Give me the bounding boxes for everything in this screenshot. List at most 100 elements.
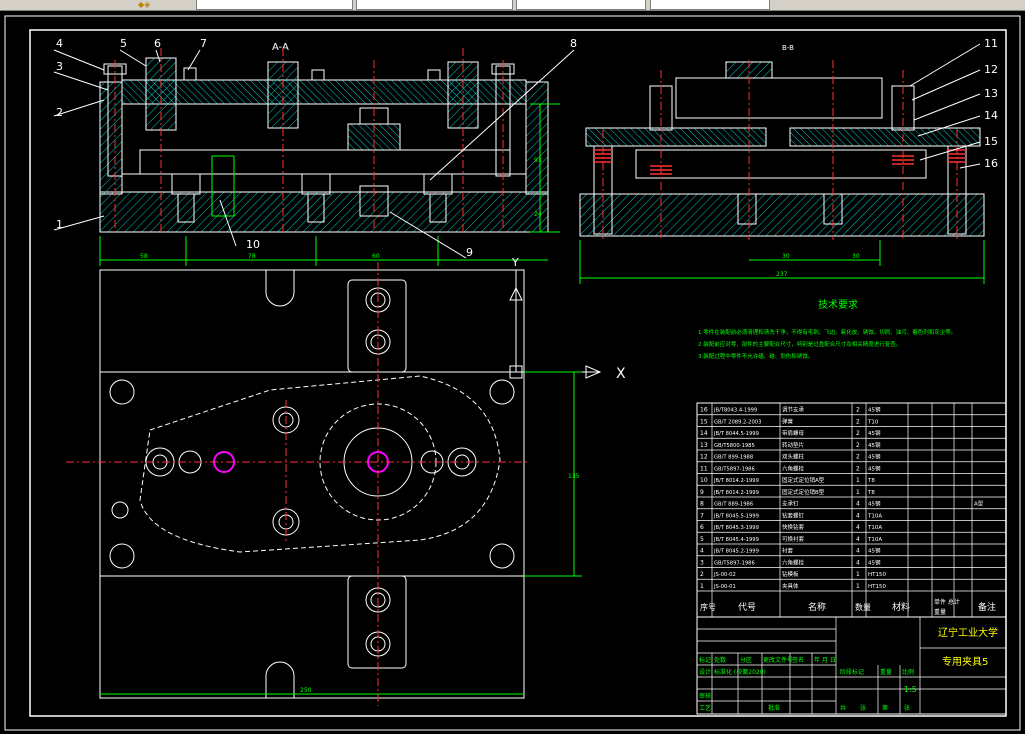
bom-cell-code: JS-00-02 bbox=[713, 572, 736, 578]
tb-label-mark: 标记 bbox=[699, 656, 711, 664]
leader-12 bbox=[911, 69, 981, 101]
bom-cell-name: 六角螺栓 bbox=[782, 558, 805, 566]
bom-cell-seq: 9 bbox=[700, 489, 704, 496]
bom-cell-qty: 1 bbox=[856, 489, 860, 496]
bom-cell-code: JB/T 8045.5-1999 bbox=[713, 513, 759, 519]
bom-cell-code: JB/T 8014.2-1999 bbox=[713, 490, 759, 496]
leader-9 bbox=[389, 211, 467, 259]
callout-7: 7 bbox=[200, 37, 207, 50]
workpiece bbox=[139, 149, 511, 175]
bom-cell-code: JB/T 8045.3-1999 bbox=[713, 525, 759, 531]
bom-cell-material: 45钢 bbox=[868, 547, 881, 555]
bom-cell-name: 快换钻套 bbox=[782, 523, 805, 531]
callout-11: 11 bbox=[984, 37, 998, 50]
bom-cell-seq: 5 bbox=[700, 536, 704, 543]
tb-label-change: 更改文件号 bbox=[763, 656, 793, 664]
bushing-screw-3 bbox=[427, 69, 441, 81]
plan-bolt-bl bbox=[109, 543, 135, 569]
x-axis-arrow bbox=[585, 365, 602, 379]
bom-cell-qty: 4 bbox=[856, 536, 860, 543]
bom-cell-material: T10A bbox=[867, 513, 882, 519]
tb-label-page-unit: 张 bbox=[904, 704, 910, 712]
tb-label-check: 审核 bbox=[699, 692, 711, 700]
bom-header-weight: 重量 bbox=[934, 608, 946, 616]
tech-req-line-1: 1.零件在装配前必须清理和清洗干净，不得有毛刺、飞边、氧化皮、锈蚀、切屑、油污、… bbox=[698, 328, 956, 336]
callout-12: 12 bbox=[984, 63, 998, 76]
bom-cell-code: JB/T 8045.2-1999 bbox=[713, 549, 759, 555]
bom-cell-name: 衬套 bbox=[782, 547, 794, 555]
bom-cell-seq: 8 bbox=[700, 501, 704, 508]
tech-req-title: 技术要求 bbox=[818, 298, 858, 311]
leader-14 bbox=[917, 115, 981, 137]
tb-label-zone: 分区 bbox=[740, 656, 752, 664]
bom-header-code: 代号 bbox=[738, 602, 756, 613]
bom-cell-name: 夹具体 bbox=[782, 582, 799, 590]
leader-1 bbox=[53, 215, 105, 231]
bom-cell-material: 45钢 bbox=[868, 453, 881, 461]
tb-label-sheet-unit: 张 bbox=[860, 704, 866, 712]
bom-cell-seq: 12 bbox=[700, 454, 708, 461]
tech-req-line-3: 3.装配过程中零件不允许磕、碰、划伤和锈蚀。 bbox=[698, 352, 813, 360]
callout-5: 5 bbox=[120, 37, 127, 50]
leader-8 bbox=[429, 49, 575, 181]
document-tab-2[interactable] bbox=[356, 0, 513, 10]
bom-cell-seq: 11 bbox=[700, 465, 708, 472]
support-pin-2 bbox=[301, 173, 331, 195]
bom-cell-material: 45钢 bbox=[868, 500, 881, 508]
tb-scale-value: 1:5 bbox=[904, 685, 917, 694]
toolbar-icons[interactable]: ◆◈ bbox=[138, 0, 151, 9]
tb-designer-note: 标准化 (校徽2020) bbox=[714, 668, 766, 676]
callout-3: 3 bbox=[56, 60, 63, 73]
bom-cell-qty: 4 bbox=[856, 512, 860, 519]
dim-front-height-2: 24 bbox=[534, 211, 542, 218]
bom-cell-code: JS-00-01 bbox=[713, 584, 736, 590]
tb-drawing-name: 专用夹具5 bbox=[942, 655, 988, 668]
leader-11 bbox=[909, 43, 981, 87]
tb-label-weight: 重量 bbox=[880, 668, 892, 676]
side-plate-right bbox=[789, 127, 981, 147]
left-column bbox=[99, 81, 123, 195]
tb-label-scale: 比例 bbox=[902, 668, 914, 676]
leader-2 bbox=[53, 99, 105, 117]
bom-cell-code: GB/T 899-1988 bbox=[714, 455, 753, 461]
support-pin-3 bbox=[423, 173, 453, 195]
bom-cell-name: 固定式定位销A型 bbox=[782, 476, 825, 484]
tb-label-stage: 阶段标记 bbox=[840, 668, 864, 676]
dim-front-height: 93 bbox=[534, 157, 542, 164]
dim-front-2: 78 bbox=[248, 253, 256, 260]
bom-cell-material: T8 bbox=[867, 478, 875, 484]
bom-cell-seq: 14 bbox=[700, 430, 708, 437]
axis-x-label: X bbox=[616, 366, 626, 382]
callout-2: 2 bbox=[56, 106, 63, 119]
bom-cell-qty: 1 bbox=[856, 477, 860, 484]
document-tab-1[interactable] bbox=[196, 0, 353, 10]
plan-view: Y X 250 135 bbox=[66, 256, 626, 706]
support-pin-1 bbox=[171, 173, 201, 195]
bom-cell-name: 转动垫片 bbox=[782, 441, 804, 449]
plan-bottom-lug bbox=[347, 575, 407, 669]
document-tab-3[interactable] bbox=[516, 0, 646, 10]
tb-label-date: 年 月 日 bbox=[814, 656, 836, 664]
tb-label-approve: 批准 bbox=[768, 704, 780, 712]
leader-7 bbox=[187, 49, 201, 71]
bom-cell-qty: 2 bbox=[856, 454, 860, 461]
plan-slot-top bbox=[265, 270, 295, 307]
ucs-origin bbox=[509, 365, 523, 379]
bom-cell-seq: 13 bbox=[700, 442, 708, 449]
bom-cell-name: 固定式定位销B型 bbox=[782, 488, 825, 496]
tb-label-sign: 签名 bbox=[792, 656, 804, 664]
bom-cell-code: GB/T5800-1985 bbox=[714, 443, 755, 449]
bom-cell-qty: 2 bbox=[856, 465, 860, 472]
bom-cell-material: HT150 bbox=[868, 584, 886, 590]
side-plate-left bbox=[585, 127, 767, 147]
leader-10 bbox=[219, 199, 237, 247]
leader-13 bbox=[913, 93, 981, 121]
bom-cell-qty: 2 bbox=[856, 407, 860, 414]
bom-cell-code: JB/T 8014.2-1999 bbox=[713, 478, 759, 484]
leader-3 bbox=[53, 71, 109, 91]
axis-y-label: Y bbox=[511, 256, 519, 269]
right-column bbox=[525, 81, 549, 195]
document-tab-4[interactable] bbox=[650, 0, 770, 10]
